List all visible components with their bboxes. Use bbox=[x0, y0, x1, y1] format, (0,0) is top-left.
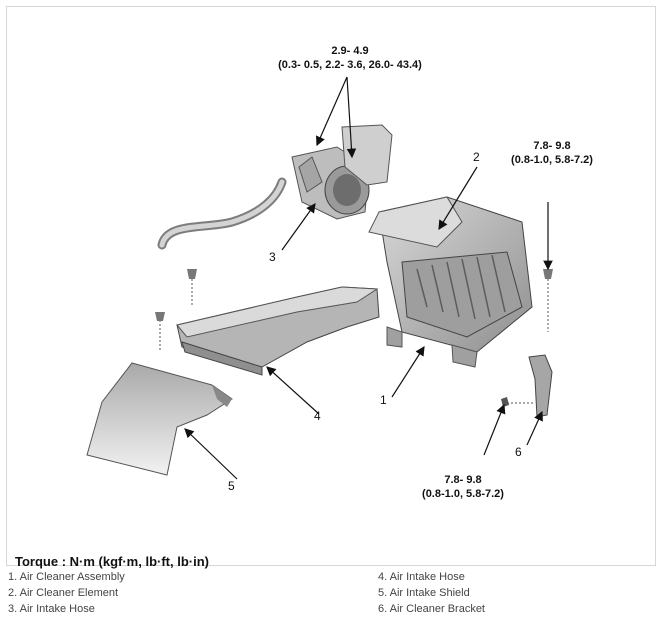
callout-1: 1 bbox=[380, 393, 387, 407]
legend-item: 6. Air Cleaner Bracket bbox=[378, 603, 485, 615]
air-intake-duct-4 bbox=[155, 269, 380, 376]
legend-right: 4. Air Intake Hose 5. Air Intake Shield … bbox=[378, 569, 485, 617]
legend-item: 4. Air Intake Hose bbox=[378, 571, 465, 583]
torque-spec-bottom-alt: (0.8-1.0, 5.8-7.2) bbox=[422, 488, 504, 500]
legend-item: 1. Air Cleaner Assembly bbox=[8, 571, 125, 583]
callout-6: 6 bbox=[515, 445, 522, 459]
callout-2: 2 bbox=[473, 150, 480, 164]
legend-item: 5. Air Intake Shield bbox=[378, 587, 470, 599]
legend-item: 2. Air Cleaner Element bbox=[8, 587, 119, 599]
torque-spec-top-alt: (0.3- 0.5, 2.2- 3.6, 26.0- 43.4) bbox=[278, 59, 422, 71]
callout-4: 4 bbox=[314, 409, 321, 423]
torque-spec-right-value: 7.8- 9.8 bbox=[533, 140, 570, 152]
callout-3: 3 bbox=[269, 250, 276, 264]
exploded-view-svg: 2.9- 4.9 (0.3- 0.5, 2.2- 3.6, 26.0- 43.4… bbox=[86, 45, 593, 500]
torque-spec-top-value: 2.9- 4.9 bbox=[331, 45, 368, 57]
torque-spec-right-alt: (0.8-1.0, 5.8-7.2) bbox=[511, 154, 593, 166]
leader-lines bbox=[184, 76, 553, 480]
diagram-frame: 2.9- 4.9 (0.3- 0.5, 2.2- 3.6, 26.0- 43.4… bbox=[6, 6, 656, 569]
air-intake-shield-5 bbox=[86, 362, 233, 476]
torque-spec-bottom-value: 7.8- 9.8 bbox=[444, 474, 481, 486]
air-cleaner-assembly-1 bbox=[368, 196, 533, 368]
callout-5: 5 bbox=[228, 479, 235, 493]
torque-unit-label: Torque : N·m (kgf·m, lb·ft, lb·in) bbox=[15, 554, 209, 569]
legend-left: 1. Air Cleaner Assembly 2. Air Cleaner E… bbox=[8, 569, 125, 617]
legend-item: 3. Air Intake Hose bbox=[8, 603, 95, 615]
air-intake-hose-3 bbox=[157, 124, 393, 250]
